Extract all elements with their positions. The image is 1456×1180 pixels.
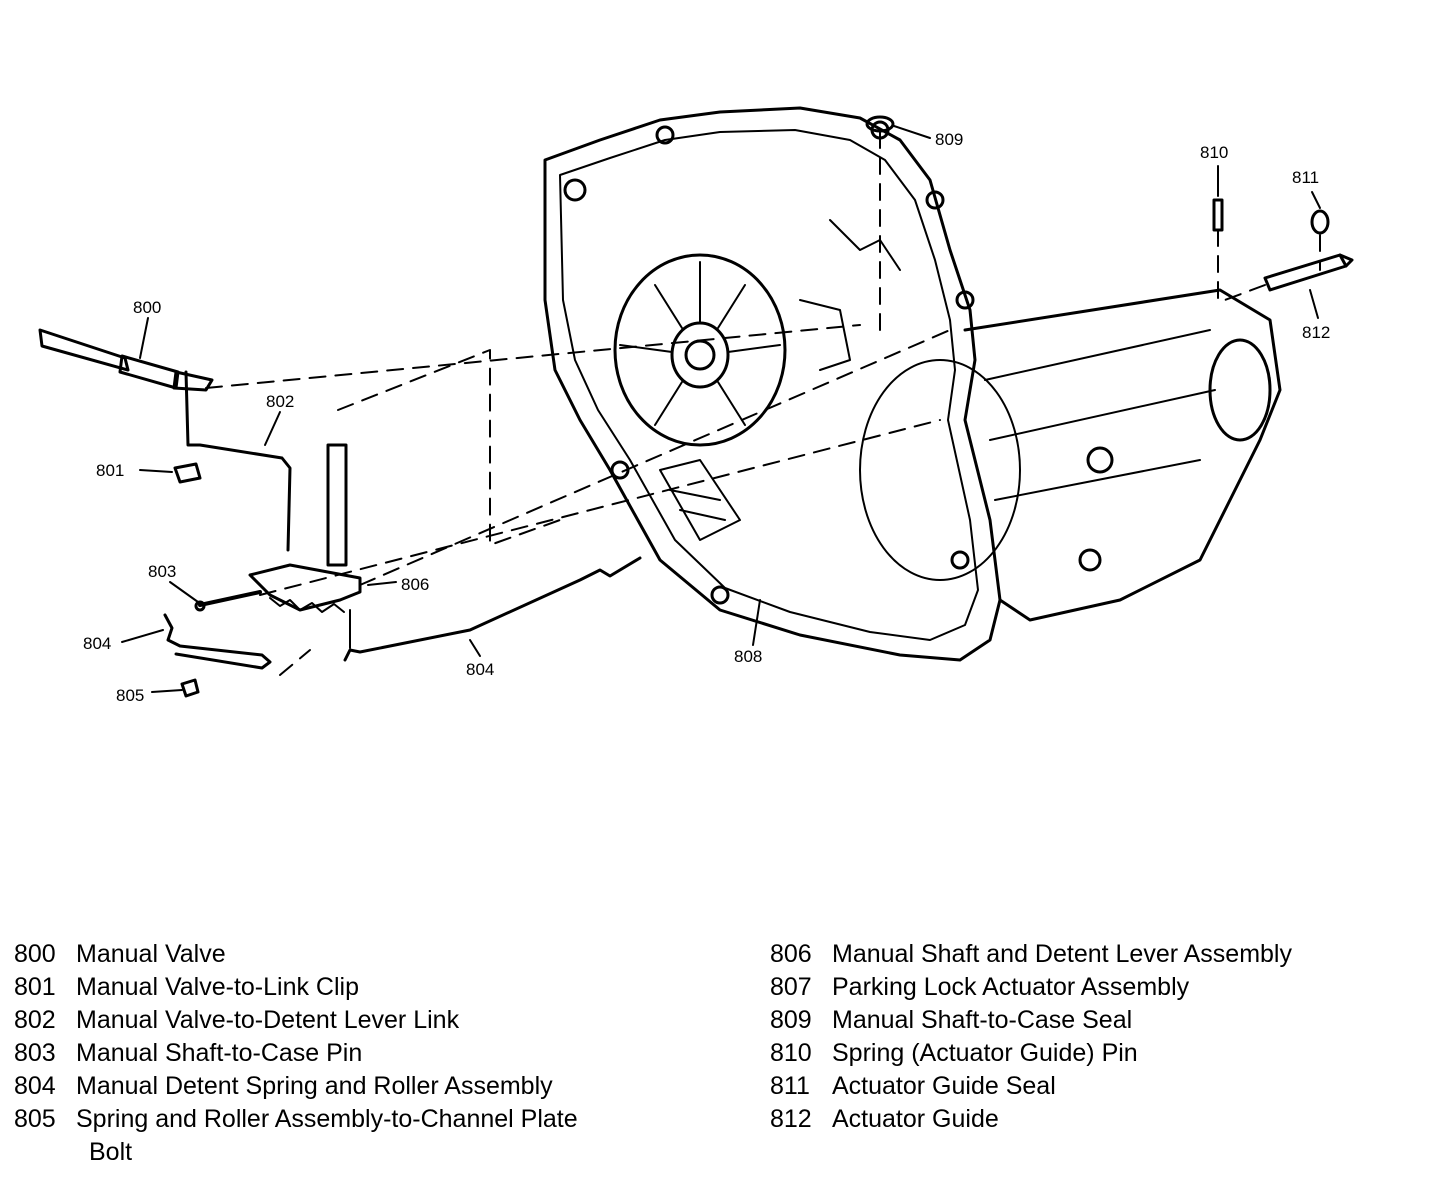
parts-legend-left: 800 Manual Valve 801 Manual Valve-to-Lin… bbox=[14, 938, 714, 1169]
legend-item: 812 Actuator Guide bbox=[770, 1103, 1430, 1136]
legend-description-wrapper: Spring and Roller Assembly-to-Channel Pl… bbox=[76, 1103, 714, 1169]
legend-number: 807 bbox=[770, 973, 812, 1001]
legend-description-continued: Bolt bbox=[89, 1138, 133, 1166]
callout-811: 811 bbox=[1292, 168, 1319, 187]
callout-812: 812 bbox=[1302, 323, 1330, 342]
alignment-lines bbox=[205, 131, 1321, 676]
legend-number: 802 bbox=[14, 1006, 56, 1034]
legend-description: Actuator Guide Seal bbox=[832, 1072, 1056, 1100]
detent-spring-left bbox=[163, 613, 272, 670]
exploded-view-diagram: 800 801 802 803 804 804 805 806 808 809 … bbox=[38, 106, 1354, 705]
legend-number: 803 bbox=[14, 1039, 56, 1067]
legend-item: 804 Manual Detent Spring and Roller Asse… bbox=[14, 1070, 714, 1103]
legend-number: 800 bbox=[14, 940, 56, 968]
legend-number: 806 bbox=[770, 940, 812, 968]
legend-item: 805 Spring and Roller Assembly-to-Channe… bbox=[14, 1103, 714, 1169]
actuator-guide bbox=[1263, 253, 1354, 292]
spring-and-roller-bolt bbox=[180, 678, 200, 698]
legend-description: Manual Valve-to-Link Clip bbox=[76, 973, 359, 1001]
legend-number: 811 bbox=[770, 1072, 810, 1100]
legend-item: 809 Manual Shaft-to-Case Seal bbox=[770, 1004, 1430, 1037]
callout-804-left: 804 bbox=[83, 634, 111, 653]
parts-legend-right: 806 Manual Shaft and Detent Lever Assemb… bbox=[770, 938, 1430, 1136]
legend-item: 800 Manual Valve bbox=[14, 938, 714, 971]
legend-item: 806 Manual Shaft and Detent Lever Assemb… bbox=[770, 938, 1430, 971]
legend-description: Spring (Actuator Guide) Pin bbox=[832, 1039, 1138, 1067]
legend-item: 807 Parking Lock Actuator Assembly bbox=[770, 971, 1430, 1004]
callout-803: 803 bbox=[148, 562, 176, 581]
legend-item: 803 Manual Shaft-to-Case Pin bbox=[14, 1037, 714, 1070]
callout-801: 801 bbox=[96, 461, 124, 480]
legend-item: 810 Spring (Actuator Guide) Pin bbox=[770, 1037, 1430, 1070]
callout-806: 806 bbox=[401, 575, 429, 594]
legend-description: Manual Detent Spring and Roller Assembly bbox=[76, 1072, 553, 1100]
legend-item: 811 Actuator Guide Seal bbox=[770, 1070, 1430, 1103]
actuator-guide-pin bbox=[1212, 198, 1224, 232]
legend-description: Manual Valve bbox=[76, 940, 226, 968]
legend-description: Parking Lock Actuator Assembly bbox=[832, 973, 1190, 1001]
callout-809: 809 bbox=[935, 130, 963, 149]
callout-800: 800 bbox=[133, 298, 161, 317]
legend-item: 801 Manual Valve-to-Link Clip bbox=[14, 971, 714, 1004]
legend-number: 804 bbox=[14, 1072, 56, 1100]
legend-number: 812 bbox=[770, 1105, 812, 1133]
legend-description: Manual Shaft and Detent Lever Assembly bbox=[832, 940, 1292, 968]
manual-valve-to-detent-lever-link bbox=[184, 370, 292, 552]
callout-808: 808 bbox=[734, 647, 762, 666]
legend-description: Manual Valve-to-Detent Lever Link bbox=[76, 1006, 460, 1034]
manual-shaft-and-detent-lever bbox=[248, 443, 362, 613]
legend-number: 810 bbox=[770, 1039, 812, 1067]
manual-valve bbox=[38, 328, 214, 392]
callout-804-rod: 804 bbox=[466, 660, 494, 679]
legend-description: Spring and Roller Assembly-to-Channel Pl… bbox=[76, 1105, 578, 1133]
callout-810: 810 bbox=[1200, 143, 1228, 162]
legend-description: Actuator Guide bbox=[832, 1105, 999, 1133]
callout-805: 805 bbox=[116, 686, 144, 705]
legend-description: Manual Shaft-to-Case Pin bbox=[76, 1039, 363, 1067]
actuator-guide-seal bbox=[1310, 209, 1330, 235]
callout-802: 802 bbox=[266, 392, 294, 411]
detent-spring-and-roller-rod bbox=[343, 556, 642, 662]
manual-valve-to-link-clip bbox=[173, 462, 202, 484]
manual-shaft-to-case-pin bbox=[194, 590, 262, 612]
legend-number: 809 bbox=[770, 1006, 812, 1034]
leader-lines bbox=[121, 125, 1321, 693]
transmission-case bbox=[543, 106, 1282, 662]
callout-labels: 800 801 802 803 804 804 805 806 808 809 … bbox=[83, 130, 1330, 705]
legend-item: 802 Manual Valve-to-Detent Lever Link bbox=[14, 1004, 714, 1037]
legend-number: 805 bbox=[14, 1105, 56, 1133]
legend-number: 801 bbox=[14, 973, 56, 1001]
legend-description: Manual Shaft-to-Case Seal bbox=[832, 1006, 1133, 1034]
